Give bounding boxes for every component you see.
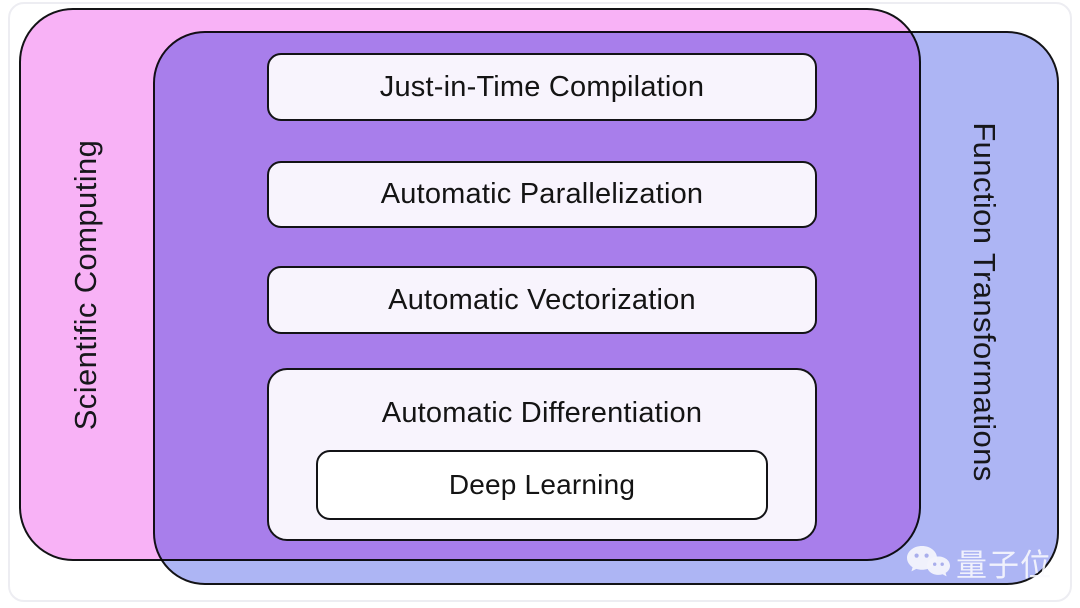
box-automatic-differentiation: Automatic Differentiation Deep Learning: [267, 368, 817, 541]
scientific-computing-label: Scientific Computing: [68, 139, 103, 431]
box-automatic-parallelization-label: Automatic Parallelization: [380, 178, 704, 210]
watermark: 量子位: [905, 540, 1052, 585]
watermark-brand: 量子位: [956, 548, 1052, 583]
box-automatic-vectorization-label: Automatic Vectorization: [388, 283, 696, 316]
box-automatic-parallelization: Automatic Parallelization: [267, 161, 817, 228]
box-jit-compilation: Just-in-Time Compilation: [267, 53, 817, 121]
box-jit-compilation-label: Just-in-Time Compilation: [379, 70, 705, 103]
function-transformations-label: Function Transformations: [967, 122, 1002, 482]
wechat-icon: [905, 544, 951, 582]
box-automatic-differentiation-label: Automatic Differentiation: [381, 397, 703, 429]
box-deep-learning: Deep Learning: [316, 450, 768, 520]
box-automatic-vectorization: Automatic Vectorization: [267, 266, 817, 334]
box-deep-learning-label: Deep Learning: [448, 469, 636, 500]
